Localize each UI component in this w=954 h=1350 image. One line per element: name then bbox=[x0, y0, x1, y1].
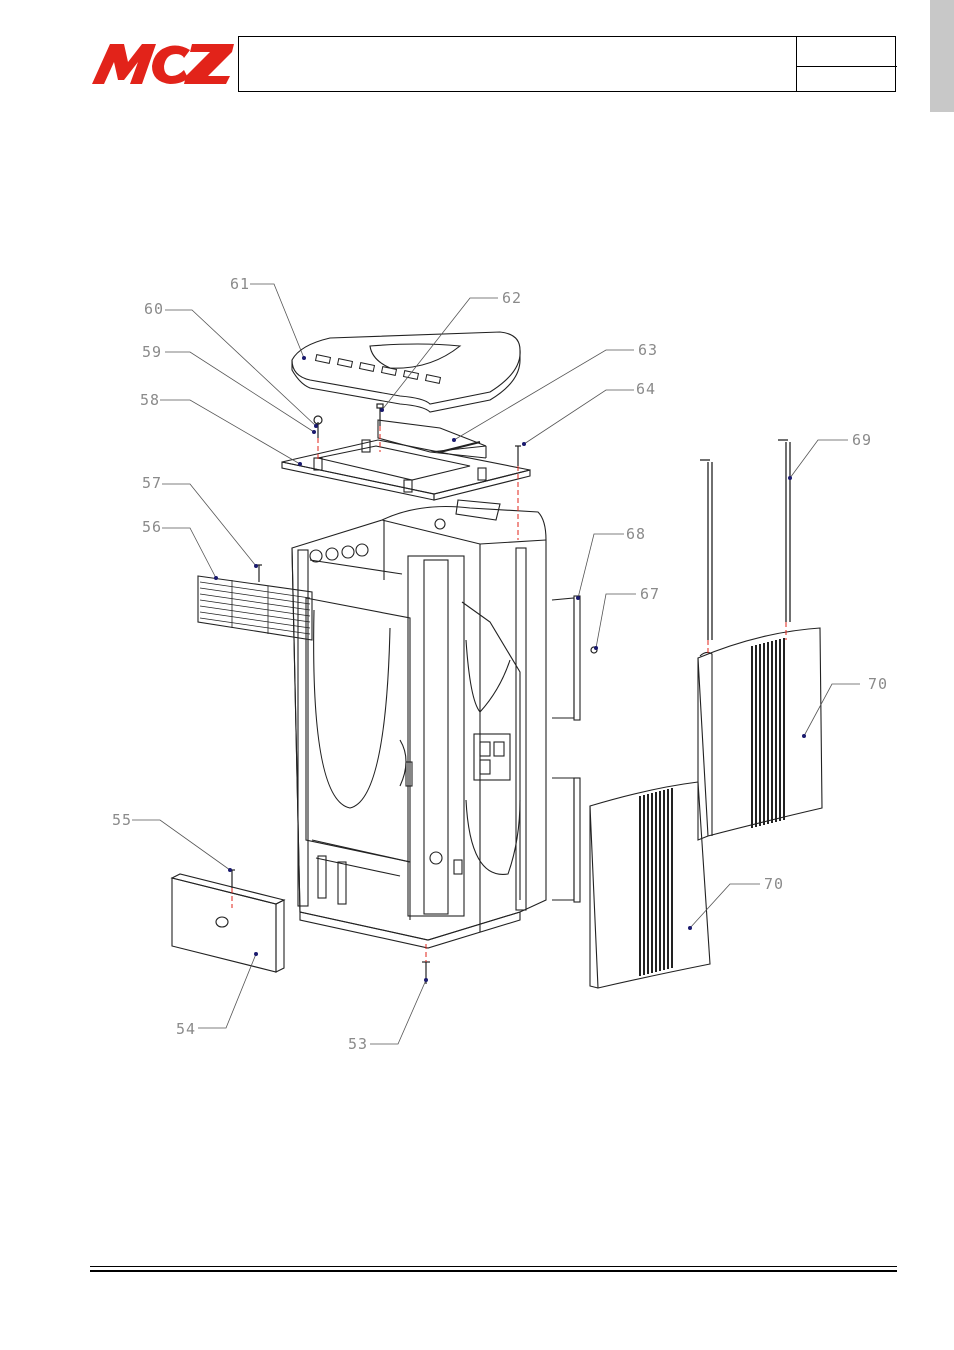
callout-61: 61 bbox=[230, 275, 251, 293]
footer-rule-thin bbox=[90, 1266, 897, 1267]
callout-64: 64 bbox=[636, 380, 657, 398]
callout-68: 68 bbox=[626, 525, 647, 543]
part-screws bbox=[229, 403, 598, 984]
header-divider-vertical bbox=[796, 37, 797, 91]
header-divider-horizontal bbox=[796, 66, 897, 67]
part-bracket bbox=[377, 419, 487, 459]
leader-lines bbox=[132, 283, 860, 1045]
part-stove-body bbox=[291, 499, 547, 949]
header-title-block bbox=[238, 36, 897, 92]
part-top-plate bbox=[281, 439, 531, 501]
callout-57: 57 bbox=[142, 474, 163, 492]
callout-67: 67 bbox=[640, 585, 661, 603]
footer-rule-thick bbox=[90, 1270, 897, 1272]
callout-62: 62 bbox=[502, 289, 523, 307]
part-side-panel-upper bbox=[697, 627, 823, 841]
callout-53: 53 bbox=[348, 1035, 369, 1053]
part-top-cover bbox=[291, 331, 521, 413]
callout-55: 55 bbox=[112, 811, 133, 829]
part-markers bbox=[214, 356, 806, 982]
assembly-lines bbox=[231, 426, 787, 962]
callout-69: 69 bbox=[852, 431, 873, 449]
part-side-rail bbox=[551, 595, 581, 903]
callout-58: 58 bbox=[140, 391, 161, 409]
callout-59: 59 bbox=[142, 343, 163, 361]
callout-70-lower: 70 bbox=[764, 875, 785, 893]
callout-63: 63 bbox=[638, 341, 659, 359]
mcz-logo bbox=[92, 44, 234, 84]
callout-56: 56 bbox=[142, 518, 163, 536]
callout-54: 54 bbox=[176, 1020, 197, 1038]
part-rods bbox=[700, 439, 791, 640]
part-front-grille bbox=[197, 575, 313, 641]
part-side-panel-lower bbox=[589, 781, 711, 989]
callout-60: 60 bbox=[144, 300, 165, 318]
section-tab bbox=[930, 0, 954, 112]
part-lower-front-panel bbox=[170, 873, 286, 973]
callout-70-upper: 70 bbox=[868, 675, 889, 693]
